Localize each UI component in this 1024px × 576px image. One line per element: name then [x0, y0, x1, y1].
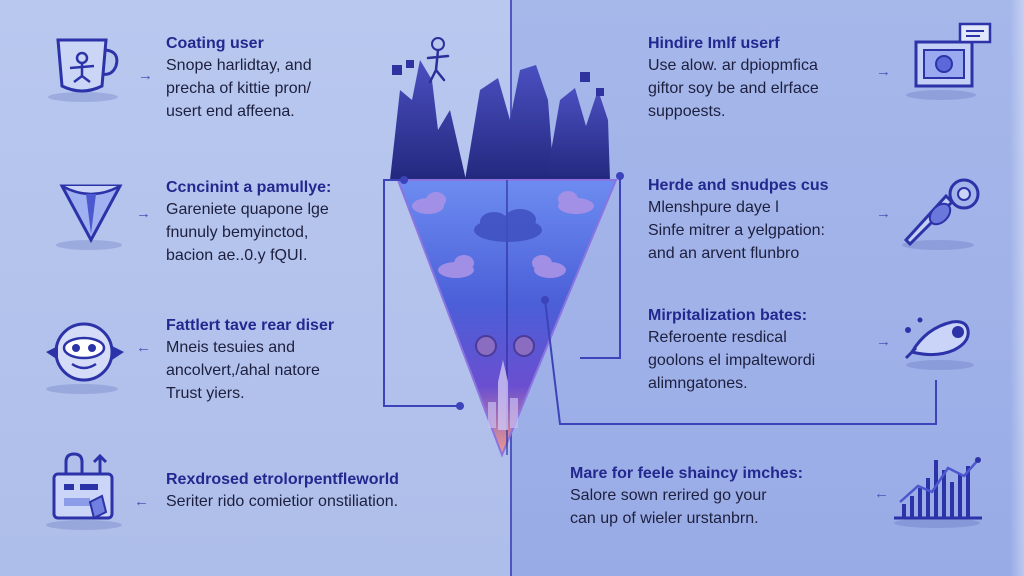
item-line: Referoente resdical	[648, 329, 787, 346]
item-title: Coating user	[166, 35, 264, 52]
monitor-icon	[912, 22, 994, 94]
left-item-3: Fattlert tave rear diser Mneis tesuies a…	[166, 316, 334, 405]
item-line: Mneis tesuies and	[166, 339, 295, 356]
item-line: can up of wieler urstanbrn.	[570, 510, 759, 527]
key-pen-icon	[900, 174, 984, 250]
arrow-left-3: ←	[136, 339, 151, 356]
item-line: Gareniete quapone lge	[166, 201, 329, 218]
arrow-left-4: ←	[134, 493, 149, 510]
bar-chart-icon	[892, 448, 984, 522]
item-line: Sinfe mitrer a yelgpation:	[648, 222, 825, 239]
item-line: Salore sown rerired go your	[570, 487, 767, 504]
satellite-icon	[900, 308, 974, 364]
item-line: fnunuly bemyinctod,	[166, 224, 309, 241]
right-item-1: Hindire Imlf userf Use alow. ar dpiopmfi…	[648, 34, 819, 123]
funnel-cloud-illustration	[370, 30, 650, 480]
face-hand-icon	[42, 316, 128, 388]
arrow-left-r4: ←	[874, 485, 889, 502]
item-line: Trust yiers.	[166, 385, 245, 402]
item-line: Snope harlidtay, and	[166, 57, 312, 74]
item-line: Seriter rido comietior onstiliation.	[166, 493, 399, 510]
item-title: Mare for feele shaincy imches:	[570, 465, 803, 482]
right-edge-shade	[1010, 0, 1024, 576]
right-item-4: Mare for feele shaincy imches: Salore so…	[570, 464, 803, 530]
left-item-4: Rexdrosed etrolorpentfleworld Seriter ri…	[166, 470, 399, 513]
item-line: precha of kittie pron/	[166, 80, 311, 97]
item-line: giftor soy be and elrface	[648, 80, 819, 97]
item-title: Hindire Imlf userf	[648, 35, 780, 52]
item-line: Use alow. ar dpiopmfica	[648, 57, 818, 74]
icon-shadow	[906, 90, 976, 100]
icon-shadow	[46, 384, 118, 394]
item-line: and an arvent flunbro	[648, 245, 800, 262]
item-line: ancolvert,/ahal natore	[166, 362, 320, 379]
icon-shadow	[46, 520, 122, 530]
arrow-right-r3: →	[876, 333, 891, 350]
item-line: alimngatones.	[648, 375, 748, 392]
icon-shadow	[906, 360, 974, 370]
icon-shadow	[48, 92, 118, 102]
item-line: usert end affeena.	[166, 103, 295, 120]
item-line: Mlenshpure daye l	[648, 199, 779, 216]
right-item-3: Mirpitalization bates: Referoente resdic…	[648, 306, 815, 395]
arrow-right-2: →	[136, 205, 151, 222]
item-title: Ccncinint a pamullye:	[166, 179, 332, 196]
cone-stack-icon	[58, 180, 124, 246]
item-line: goolons el impaltewordi	[648, 352, 816, 369]
icon-shadow	[894, 518, 980, 528]
lock-device-icon	[50, 452, 116, 526]
item-line: suppoests.	[648, 103, 726, 120]
arrow-right-1: →	[138, 67, 153, 84]
arrow-right-r1: →	[876, 63, 891, 80]
left-item-1: Coating user Snope harlidtay, and precha…	[166, 34, 312, 123]
item-title: Rexdrosed etrolorpentfleworld	[166, 471, 399, 488]
item-title: Mirpitalization bates:	[648, 307, 808, 324]
cup-person-icon	[52, 34, 124, 100]
item-title: Fattlert tave rear diser	[166, 317, 335, 334]
icon-shadow	[902, 240, 974, 250]
icon-shadow	[56, 240, 122, 250]
right-item-2: Herde and snudpes cus Mlenshpure daye l …	[648, 176, 829, 265]
item-line: bacion ae..0.y fQUI.	[166, 247, 308, 264]
left-item-2: Ccncinint a pamullye: Gareniete quapone …	[166, 178, 331, 267]
item-title: Herde and snudpes cus	[648, 177, 829, 194]
arrow-right-r2: →	[876, 205, 891, 222]
